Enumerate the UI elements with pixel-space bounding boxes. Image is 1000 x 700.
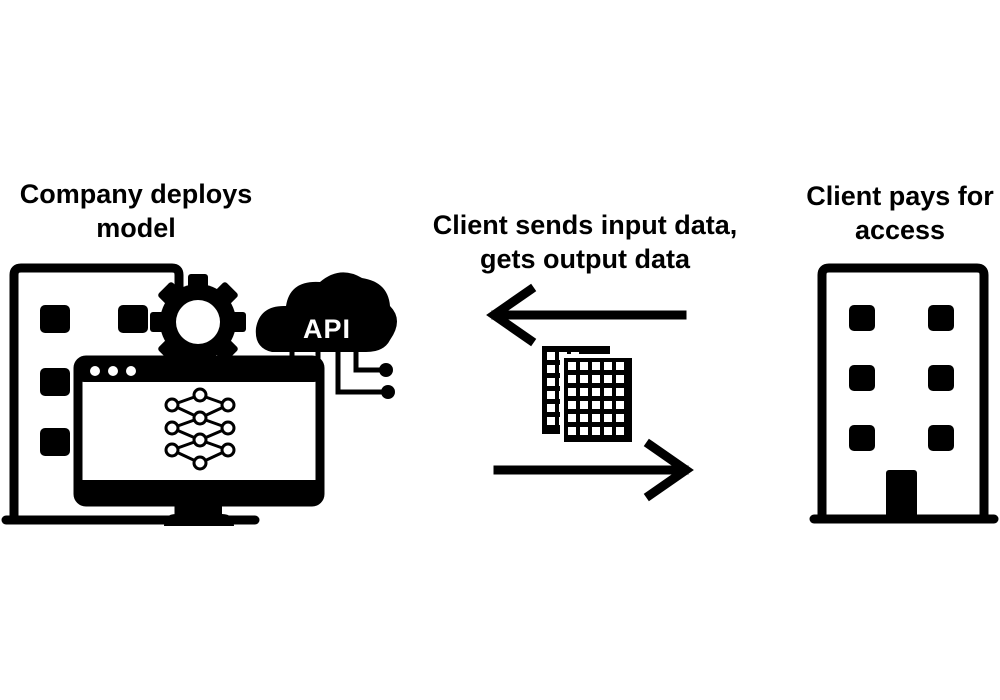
client-label: Client pays for access (800, 179, 1000, 247)
company-label: Company deploys model (0, 177, 272, 245)
neural-network-icon (164, 387, 236, 471)
data-flow-label-line-2: gets output data (480, 244, 690, 274)
client-label-line-2: access (854, 215, 946, 245)
company-label-line-1: Company deploys (19, 179, 253, 209)
gear-icon (150, 274, 246, 370)
arrow-right-icon (493, 438, 694, 502)
arrow-left-icon (486, 283, 687, 347)
data-grid-icon (542, 346, 634, 444)
company-label-line-2: model (96, 213, 176, 243)
office-building-icon (809, 263, 999, 524)
client-label-line-1: Client pays for (806, 181, 994, 211)
data-flow-label: Client sends input data, gets output dat… (420, 208, 750, 276)
api-badge-text: API (303, 314, 351, 344)
data-flow-label-line-1: Client sends input data, (432, 210, 738, 240)
monitor-icon (73, 355, 325, 526)
